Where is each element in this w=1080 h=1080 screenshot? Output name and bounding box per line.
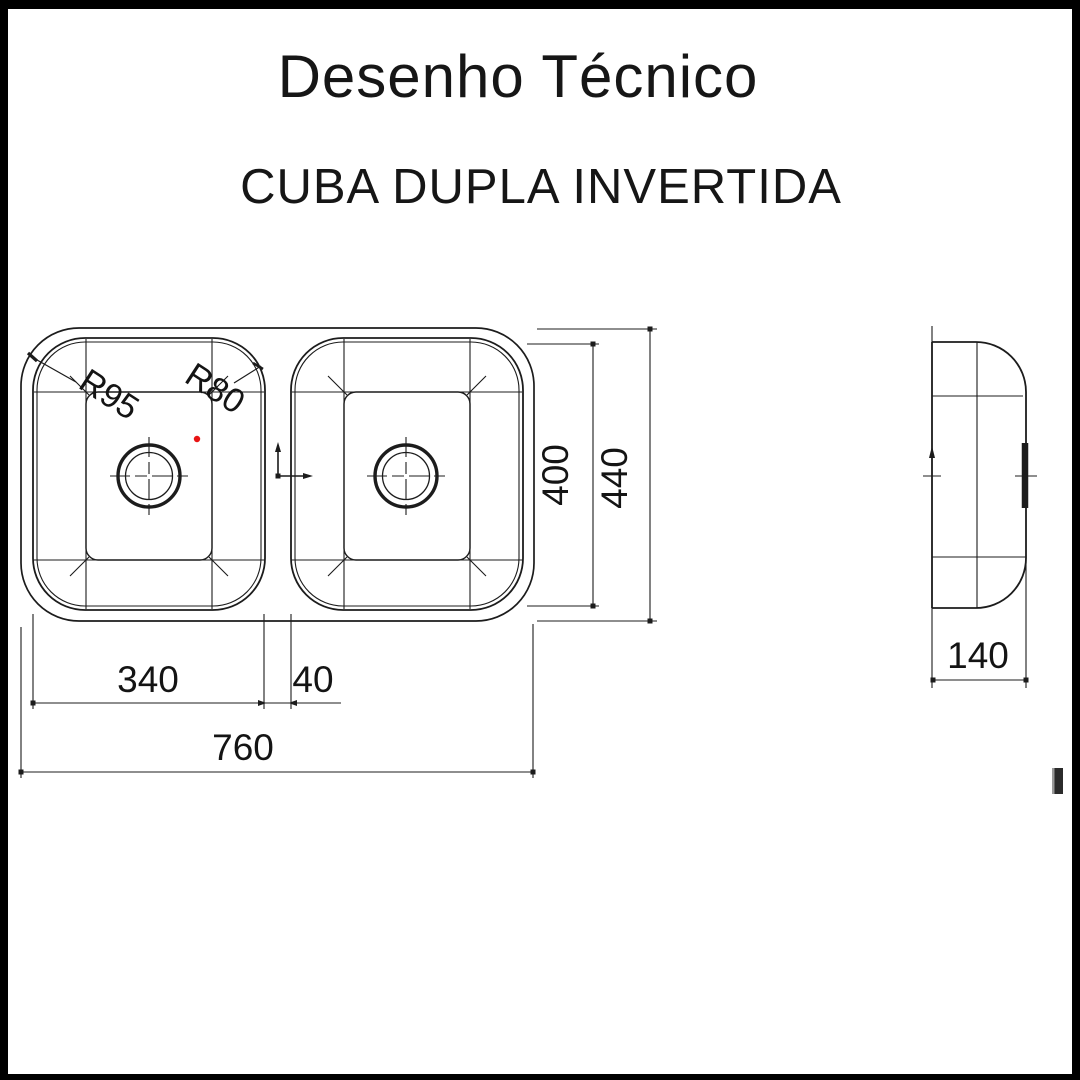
plan-left-bowl-corner-lines [69, 375, 229, 577]
datum-axes-icon [275, 442, 313, 479]
page-subtitle: CUBA DUPLA INVERTIDA [240, 160, 842, 214]
side-view [923, 326, 1037, 688]
radius-leaders [26, 351, 264, 384]
plan-right-bowl-floor [343, 391, 471, 561]
drain-right [367, 437, 445, 515]
dim-label-40: 40 [292, 659, 333, 700]
plan-right-bowl [290, 337, 524, 611]
dim-340-40-760 [18, 614, 536, 778]
dim-label-340: 340 [117, 659, 179, 700]
drain-left [110, 437, 188, 515]
scrollbar-artifact [1052, 768, 1063, 794]
plan-left-bowl [32, 337, 266, 611]
dim-label-400: 400 [535, 444, 576, 506]
dim-140 [930, 560, 1029, 688]
dim-label-760: 760 [212, 727, 274, 768]
page-title: Desenho Técnico [277, 43, 759, 110]
red-dot-marker [193, 435, 201, 443]
dim-400 [527, 341, 599, 609]
plan-sink-outline [20, 327, 535, 622]
side-profile [932, 341, 1027, 609]
dim-440 [537, 326, 657, 624]
plan-right-bowl-corner-lines [327, 375, 487, 577]
radius-label-r95: R95 [72, 362, 145, 428]
dim-label-140: 140 [947, 635, 1009, 676]
radius-label-r80: R80 [178, 356, 251, 422]
dim-label-440: 440 [594, 447, 635, 509]
plan-left-bowl-floor [85, 391, 213, 561]
plan-view [18, 326, 657, 778]
